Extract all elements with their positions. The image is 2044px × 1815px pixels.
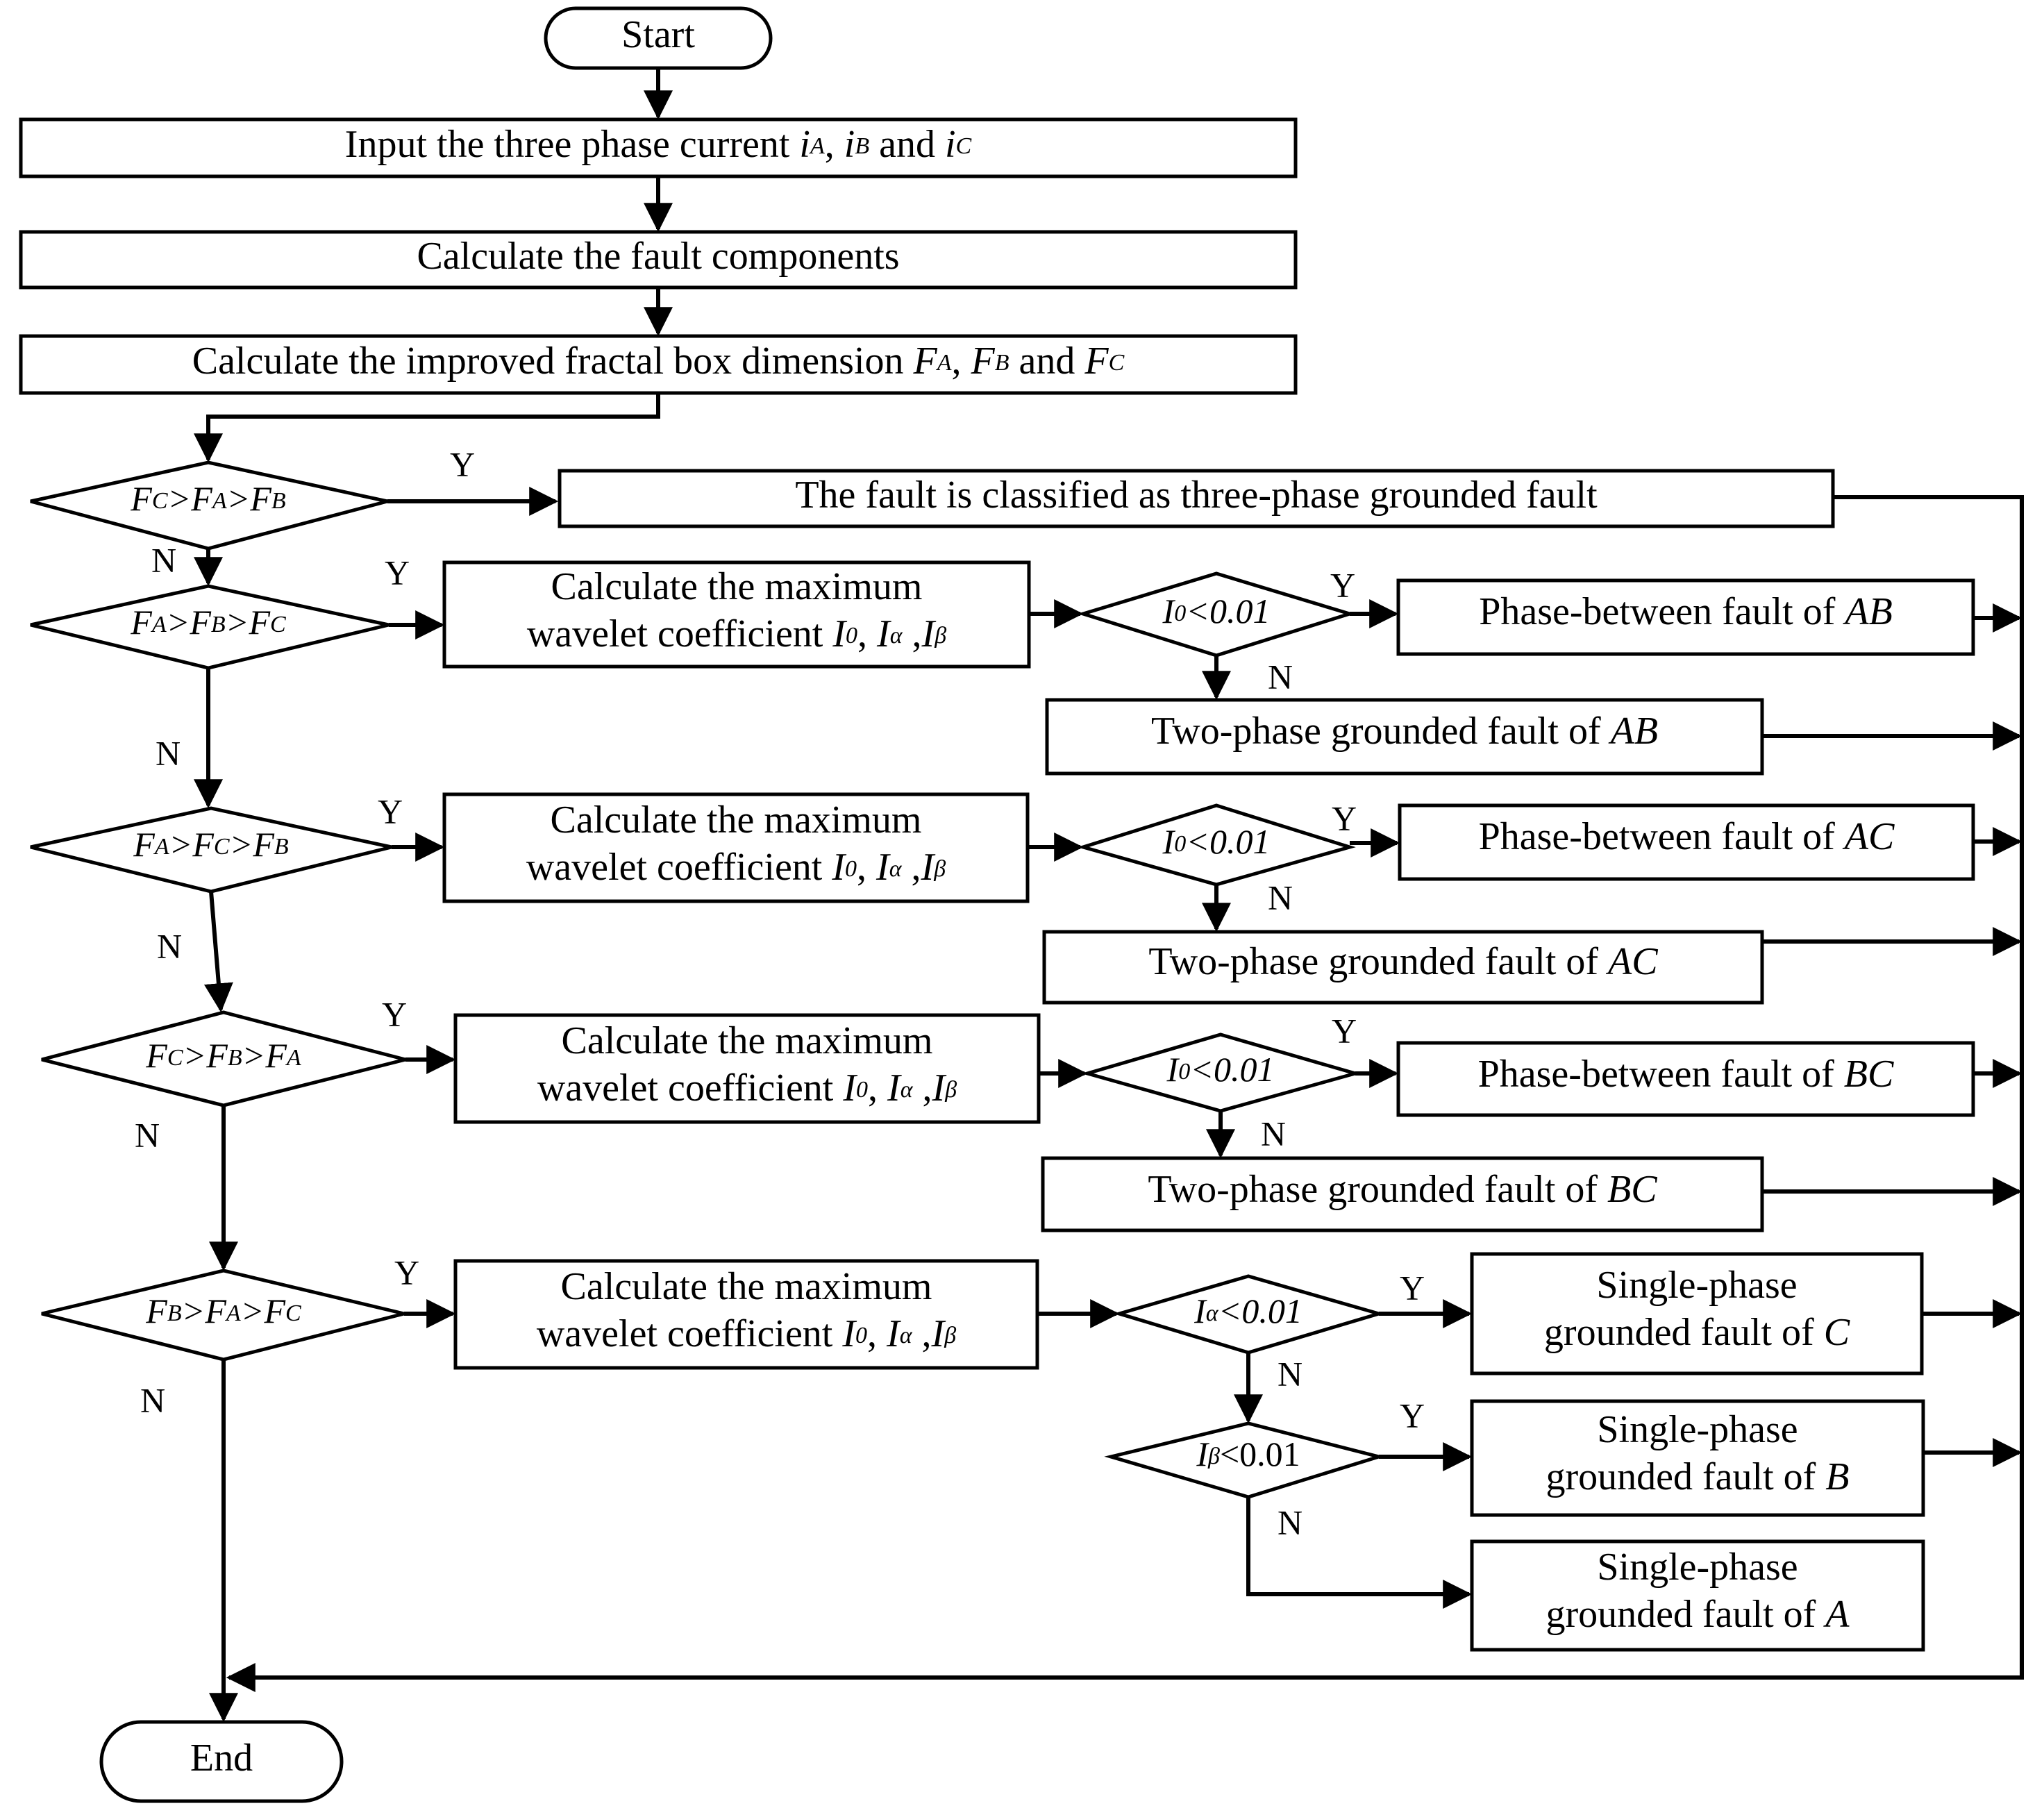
cond2-label: FA>FB>FC (130, 603, 286, 642)
sp-c-line2: grounded fault of C (1544, 1311, 1850, 1354)
no-label-cond5: N (140, 1380, 165, 1419)
wavelet-sp-line2: wavelet coefficient I0, Iα ,Iβ (537, 1312, 956, 1355)
tg-ab-label: Two-phase grounded fault of AB (1151, 710, 1658, 753)
wavelet-box-bc (453, 1013, 1041, 1124)
cond5-label: FB>FA>FC (145, 1291, 301, 1330)
end-label: End (190, 1737, 253, 1780)
yes-label-cond2: Y (385, 553, 410, 592)
check-ia-label: Iα<0.01 (1193, 1291, 1302, 1330)
wavelet-ac-line2: wavelet coefficient I0, Iα ,Iβ (526, 846, 946, 889)
tg-bc-box (1041, 1156, 1764, 1232)
pb-ab-label: Phase-between fault of AB (1479, 590, 1893, 633)
decision-i0-bc (1080, 1032, 1362, 1113)
pb-ab-box (1396, 578, 1975, 656)
pb-bc-label: Phase-between fault of BC (1478, 1053, 1894, 1096)
no-label-cond2: N (156, 733, 181, 772)
no-label-cond1: N (151, 540, 176, 579)
arrow-check-ib-no (1246, 1497, 1473, 1609)
start-terminal (544, 6, 773, 70)
sp-c-line1: Single-phase (1596, 1264, 1797, 1307)
decision-cond2 (30, 584, 389, 670)
wavelet-sp-line1: Calculate the maximum (561, 1265, 932, 1308)
yes-label-check-ib: Y (1400, 1396, 1425, 1435)
wavelet-ab-line2: wavelet coefficient I0, Iα ,Iβ (527, 612, 946, 655)
sp-c-box (1470, 1252, 1924, 1375)
sp-b-box (1470, 1399, 1925, 1517)
decision-cond3 (30, 806, 392, 894)
tg-bc-label: Two-phase grounded fault of BC (1148, 1168, 1657, 1211)
sp-a-box (1470, 1539, 1925, 1652)
no-label-check-bc: N (1261, 1114, 1286, 1153)
decision-i0-ac (1077, 803, 1356, 887)
yes-label-check-bc: Y (1332, 1011, 1357, 1050)
cond3-label: FA>FC>FB (133, 825, 289, 864)
yes-label-cond3: Y (378, 792, 403, 830)
sp-a-line2: grounded fault of A (1546, 1593, 1850, 1636)
tg-ac-label: Two-phase grounded fault of AC (1148, 940, 1658, 983)
wavelet-ac-line1: Calculate the maximum (551, 798, 922, 842)
cond1-label: FC>FA>FB (130, 479, 286, 518)
wavelet-box-ac (442, 792, 1030, 903)
fractal-label: Calculate the improved fractal box dimen… (192, 340, 1125, 383)
wavelet-bc-line2: wavelet coefficient I0, Iα ,Iβ (537, 1067, 957, 1110)
input-box (19, 117, 1298, 178)
no-label-check-ia: N (1278, 1354, 1302, 1393)
sp-a-line1: Single-phase (1597, 1546, 1798, 1589)
no-label-check-ib: N (1278, 1503, 1302, 1541)
tg-ab-box (1045, 698, 1764, 776)
decision-cond5 (41, 1269, 405, 1362)
decision-ib (1104, 1421, 1386, 1499)
start-label: Start (621, 13, 695, 56)
no-label-cond3: N (157, 926, 182, 965)
check-i0-bc-label: I0<0.01 (1166, 1050, 1275, 1089)
arrow-cond3-to-cond4 (203, 891, 233, 1013)
end-terminal (99, 1720, 344, 1803)
yes-label-check-ia: Y (1400, 1268, 1425, 1307)
fault-components-label: Calculate the fault components (417, 235, 899, 278)
tg-ac-box (1042, 930, 1764, 1005)
decision-i0-ab (1077, 571, 1356, 658)
wavelet-box-ab (442, 560, 1031, 669)
check-i0-ab-label: I0<0.01 (1162, 592, 1271, 630)
yes-label-check-ac: Y (1332, 798, 1357, 837)
fault-components-box (19, 230, 1298, 290)
wavelet-box-sp (453, 1259, 1039, 1370)
connector-lines (194, 68, 2024, 1723)
no-label-cond4: N (135, 1115, 160, 1154)
check-ib-label: Iβ<0.01 (1196, 1435, 1300, 1473)
input-label: Input the three phase current iA, iB and… (345, 123, 972, 166)
check-i0-ac-label: I0<0.01 (1162, 822, 1271, 861)
yes-label-check-ab: Y (1330, 565, 1355, 604)
three-phase-label: The fault is classified as three-phase g… (795, 474, 1598, 517)
wavelet-ab-line1: Calculate the maximum (551, 565, 923, 608)
no-label-check-ab: N (1268, 657, 1293, 696)
pb-ac-box (1398, 803, 1975, 881)
three-phase-box (558, 469, 1835, 528)
decision-ia (1113, 1274, 1385, 1355)
no-label-check-ac: N (1268, 878, 1293, 917)
cond4-label: FC>FB>FA (145, 1036, 301, 1075)
sp-b-line2: grounded fault of B (1546, 1455, 1850, 1498)
yes-label-cond5: Y (394, 1253, 419, 1291)
pb-bc-box (1396, 1041, 1975, 1117)
decision-cond4 (41, 1010, 406, 1107)
arrow-fractal-to-cond1 (194, 393, 660, 463)
yes-label-cond1: Y (450, 444, 475, 483)
decision-cond1 (30, 460, 388, 551)
yes-label-cond4: Y (382, 994, 407, 1033)
wavelet-bc-line1: Calculate the maximum (562, 1019, 933, 1062)
sp-b-line1: Single-phase (1597, 1408, 1798, 1451)
pb-ac-label: Phase-between fault of AC (1479, 815, 1895, 858)
fractal-box (19, 334, 1298, 395)
